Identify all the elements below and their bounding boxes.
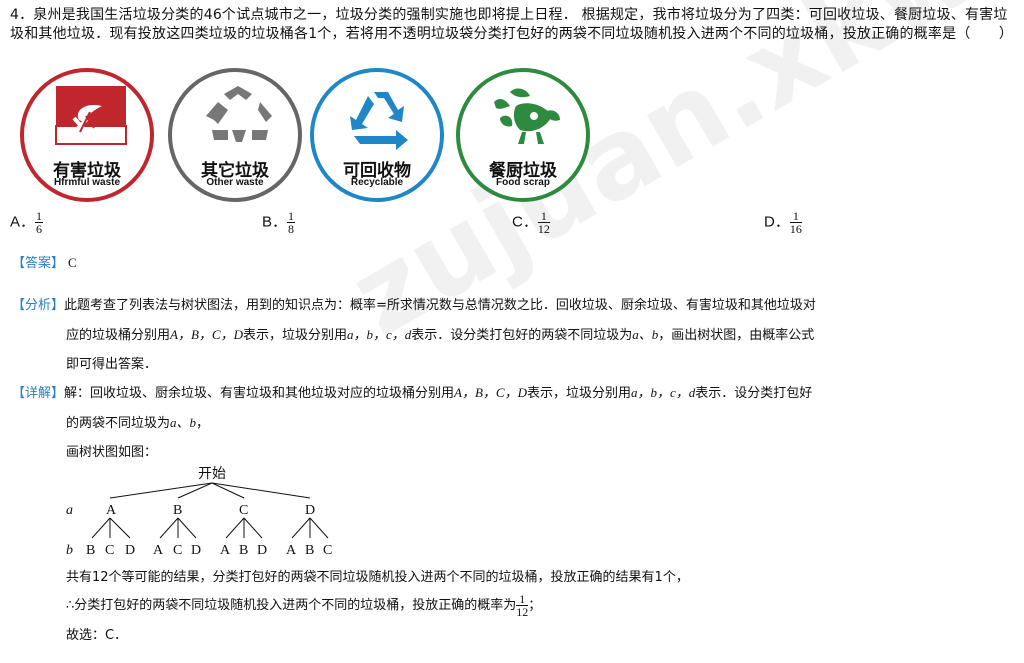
question-text: 4．泉州是我国生活垃圾分类的46个试点城市之一，垃圾分类的强制实施也即将提上日程… xyxy=(10,7,1014,42)
detail-vars2: a，b，c，d xyxy=(631,385,696,400)
tree-b-3-2: C xyxy=(323,543,332,558)
detail-line1b: 表示，垃圾分别用 xyxy=(526,386,631,401)
option-c-label: C． xyxy=(512,213,538,231)
tree-b-0-2: D xyxy=(125,543,135,558)
analysis-line2b: 表示，垃圾分别用 xyxy=(242,328,347,343)
conclusion-line2-end: ； xyxy=(528,598,542,613)
detail-line3: 画树状图如图： xyxy=(66,445,158,460)
tree-b-0-0: B xyxy=(86,543,95,558)
tree-a-0: A xyxy=(106,503,117,518)
tree-b-1-2: D xyxy=(191,543,201,558)
bin-harmful: 有害垃圾 Hfrmful waste xyxy=(20,68,154,202)
answer: 【答案】C xyxy=(12,252,77,271)
bin-recyclable: 可回收物 Recyclable xyxy=(310,68,444,202)
conclusion-line3: 故选：C． xyxy=(66,628,128,643)
bin-recyclable-cn: 可回收物 xyxy=(343,161,411,181)
food-scrap-icon xyxy=(494,88,560,144)
analysis-line3: 即可得出答案． xyxy=(66,357,158,372)
detail-line2b: ， xyxy=(196,416,210,431)
tree-b-3-1: B xyxy=(305,543,314,558)
tree-b-1-1: C xyxy=(173,543,182,558)
tree-b-0-1: C xyxy=(105,543,114,558)
harmful-waste-icon xyxy=(55,86,127,145)
bin-food-en: Food scrap xyxy=(496,177,550,188)
tree-level-a-label: a xyxy=(66,503,73,518)
analysis: 【分析】此题考查了列表法与树状图法，用到的知识点为：概率=所求情况数与总情况数之… xyxy=(12,291,816,379)
answer-value: C xyxy=(68,255,77,270)
bin-recyclable-en: Recyclable xyxy=(350,177,404,188)
bin-other-en: Other waste xyxy=(206,177,264,188)
conclusion-line2-text: ∴分类打包好的两袋不同垃圾随机投入进两个不同的垃圾桶，投放正确的概率为 xyxy=(66,598,517,613)
tree-a-3: D xyxy=(305,503,315,518)
bin-harmful-en: Hfrmful waste xyxy=(53,177,121,188)
conclusion-line1: 共有12个等可能的结果，分类打包好的两袋不同垃圾随机投入进两个不同的垃圾桶，投放… xyxy=(66,570,689,585)
analysis-vars3: a、b xyxy=(632,327,659,342)
bin-images: 有害垃圾 Hfrmful waste 其它垃圾 Other waste 可回收物… xyxy=(20,68,620,204)
analysis-vars2: a，b，c，d xyxy=(346,327,412,342)
answer-tag: 【答案】 xyxy=(12,256,65,271)
analysis-line2a: 应的垃圾桶分别用 xyxy=(66,328,171,343)
analysis-vars: A，B，C，D xyxy=(170,327,243,342)
tree-b-3-0: A xyxy=(286,543,297,558)
tree-b-2-2: D xyxy=(257,543,267,558)
option-a-label: A． xyxy=(10,213,36,231)
analysis-tag: 【分析】 xyxy=(12,298,65,313)
option-d-label: D． xyxy=(764,213,790,231)
tree-diagram: 开始 a A B C D b B C D A C D A B D A B C xyxy=(66,466,332,558)
bin-food: 餐厨垃圾 Food scrap xyxy=(456,68,590,202)
analysis-line2d: ，画出树状图，由概率公式 xyxy=(658,328,815,343)
analysis-line2c: 表示．设分类打包好的两袋不同垃圾为 xyxy=(411,328,633,343)
tree-root: 开始 xyxy=(198,466,226,482)
detail-line1c: 表示．设分类打包好 xyxy=(695,386,813,401)
tree-a-1: B xyxy=(173,503,182,518)
detail-tag: 【详解】 xyxy=(12,386,65,401)
bin-other-cn: 其它垃圾 xyxy=(201,161,269,181)
tree-a-2: C xyxy=(239,503,248,518)
tree-level-b-label: b xyxy=(66,543,73,558)
option-b-label: B． xyxy=(262,213,288,231)
bin-food-cn: 餐厨垃圾 xyxy=(489,161,557,181)
bin-harmful-cn: 有害垃圾 xyxy=(53,161,121,181)
bin-other: 其它垃圾 Other waste xyxy=(168,68,302,202)
detail: 【详解】解：回收垃圾、厨余垃圾、有害垃圾和其他垃圾对应的垃圾桶分别用A，B，C，… xyxy=(12,378,812,467)
other-waste-icon xyxy=(206,86,272,142)
tree-b-1-0: A xyxy=(153,543,164,558)
detail-line2a: 的两袋不同垃圾为 xyxy=(66,416,171,431)
detail-line2-vars: a、b xyxy=(170,415,197,430)
analysis-line1: 此题考查了列表法与树状图法，用到的知识点为：概率=所求情况数与总情况数之比．回收… xyxy=(64,298,816,313)
detail-vars: A，B，C，D xyxy=(454,385,527,400)
tree-b-2-0: A xyxy=(220,543,231,558)
detail-line1a: 解：回收垃圾、厨余垃圾、有害垃圾和其他垃圾对应的垃圾桶分别用 xyxy=(64,386,455,401)
tree-b-2-1: B xyxy=(239,543,248,558)
recycle-icon xyxy=(350,92,408,150)
